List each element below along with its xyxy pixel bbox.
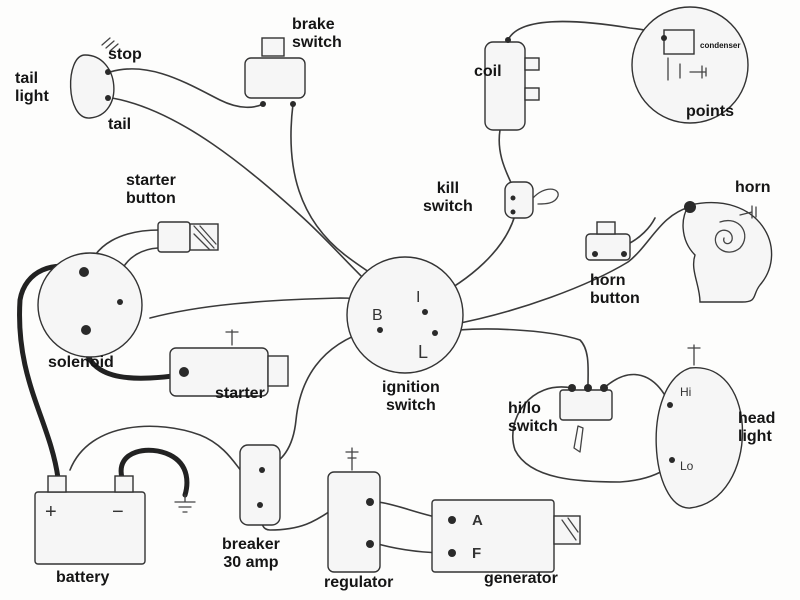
wire-ignition-breaker <box>269 329 371 466</box>
tail-label: tail <box>108 116 132 133</box>
breaker-label: breaker 30 amp <box>222 536 280 571</box>
battery-part <box>34 475 146 565</box>
kill-switch-label: kill switch <box>423 180 473 215</box>
headlight-lo-mark: Lo <box>680 459 694 473</box>
points-label: points <box>686 103 734 120</box>
wire-hornbutton-horn <box>627 217 656 245</box>
hilo-switch-part <box>559 384 613 453</box>
brake-switch-part <box>244 37 306 107</box>
solenoid-label: solenoid <box>48 354 114 371</box>
horn-part <box>682 201 773 303</box>
brake-switch-label: brake switch <box>292 16 342 51</box>
cable-battery-ground <box>118 447 190 498</box>
ignition-i-mark: I <box>416 289 420 306</box>
starter-part <box>169 329 289 397</box>
wire-ignition-hilo <box>434 328 589 386</box>
horn-label: horn <box>735 179 771 196</box>
wire-solenoid-ignition <box>149 297 379 319</box>
wire-hilo-hi <box>603 373 671 406</box>
generator-a-mark: A <box>472 512 483 529</box>
ignition-switch-part <box>346 256 464 374</box>
battery-label: battery <box>56 569 110 586</box>
starter-button-part <box>157 221 219 253</box>
terminal-marks: B I L A F Hi Lo + − <box>45 289 694 562</box>
headlight-part <box>655 344 744 509</box>
wire-hilo-loop <box>512 386 673 483</box>
starter-button-label: starter button <box>126 172 176 207</box>
ground-symbol <box>174 494 196 513</box>
tail-light-part <box>69 37 119 119</box>
starter-label: starter <box>215 385 265 402</box>
cable-battery-solenoid <box>17 263 83 481</box>
battery-plus-mark: + <box>45 501 57 523</box>
ignition-switch-label: ignition switch <box>382 379 440 414</box>
regulator-part <box>327 447 381 573</box>
ignition-l-mark: L <box>418 342 428 362</box>
battery-minus-mark: − <box>112 501 124 523</box>
condenser-label: condenser <box>700 41 741 50</box>
wire-coil-kill <box>498 129 513 186</box>
stop-label: stop <box>108 46 142 63</box>
coil-label: coil <box>474 63 502 80</box>
horn-button-part <box>585 221 631 261</box>
head-light-label: head light <box>738 410 776 445</box>
wire-battery-breaker <box>69 425 246 476</box>
points-part <box>631 6 749 124</box>
wire-horn <box>449 206 691 326</box>
generator-label: generator <box>484 570 558 587</box>
regulator-label: regulator <box>324 574 394 591</box>
solenoid-part <box>37 252 143 358</box>
tail-light-label: tail light <box>15 70 49 105</box>
headlight-hi-mark: Hi <box>680 385 691 399</box>
coil-part <box>484 37 540 131</box>
ignition-b-mark: B <box>372 307 383 324</box>
hilo-switch-label: hi/lo switch <box>508 400 558 435</box>
kill-switch-part <box>504 181 559 219</box>
breaker-part <box>239 444 281 526</box>
horn-button-label: horn button <box>590 272 640 307</box>
generator-part <box>431 499 581 573</box>
wire-stop-brake <box>109 68 264 109</box>
generator-f-mark: F <box>472 545 481 562</box>
